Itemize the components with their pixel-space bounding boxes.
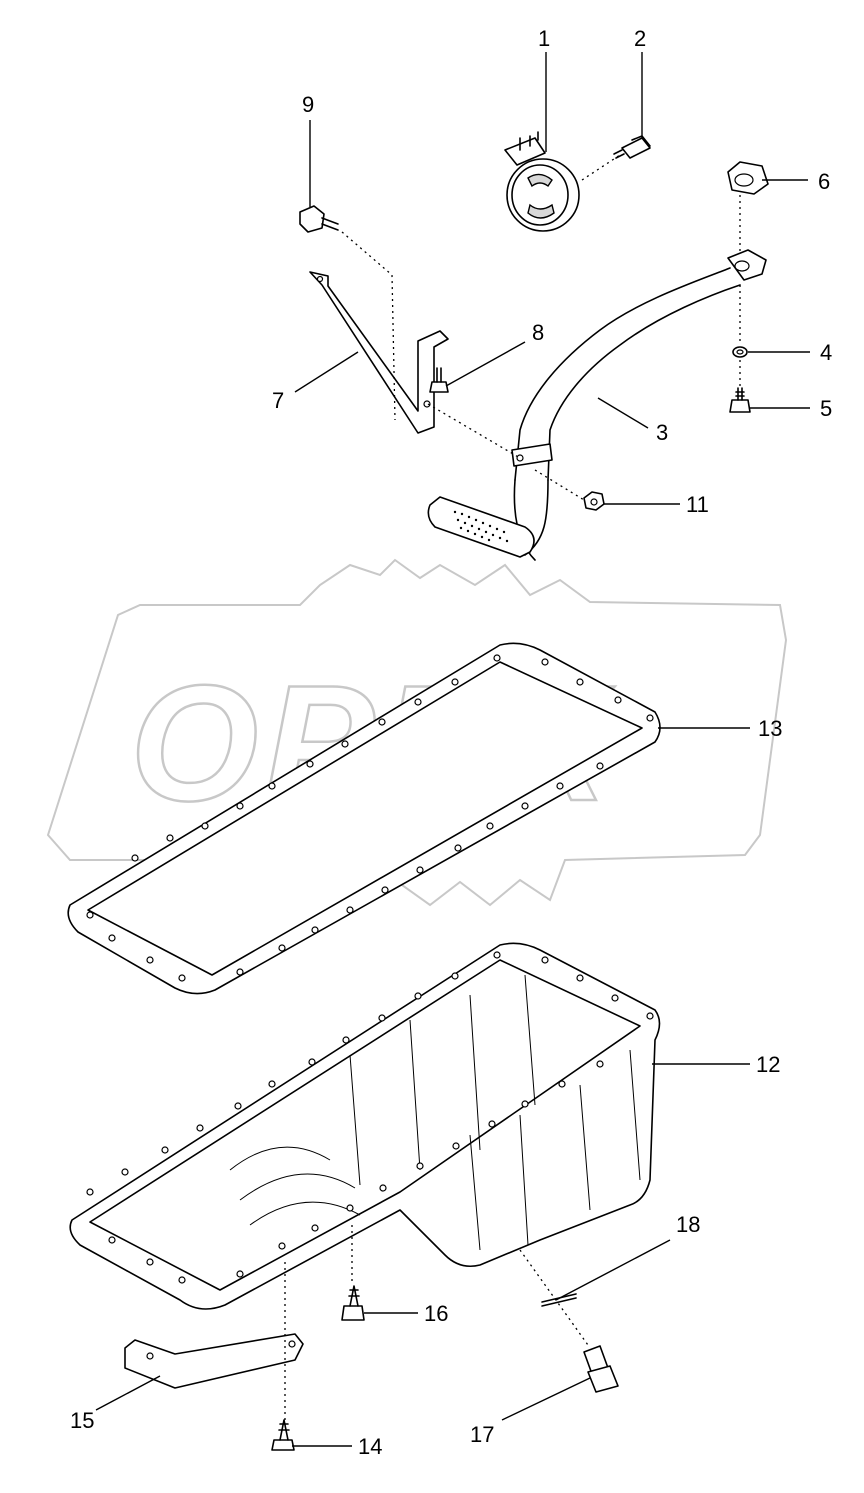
callout-11: 11 [686, 492, 709, 517]
part-6-gasket [727, 161, 769, 195]
part-5-bolt [729, 387, 751, 413]
part-7-bracket [309, 271, 449, 434]
callout-13: 13 [758, 716, 782, 741]
part-14-bolt [271, 1419, 295, 1451]
assembly-lines [284, 154, 741, 1420]
callout-12: 12 [756, 1052, 780, 1077]
part-16-bolt [341, 1285, 365, 1321]
part-1-pump [504, 131, 580, 232]
callout-1: 1 [538, 26, 550, 51]
leader-lines [95, 52, 810, 1447]
watermark-gear [46, 558, 788, 907]
part-17-drain-plug [583, 1345, 619, 1393]
callout-8: 8 [532, 320, 544, 345]
part-13-gasket [67, 642, 661, 995]
part-15-plate [124, 1333, 304, 1389]
part-9-bolt [299, 205, 339, 233]
part-2-bolt [613, 135, 651, 159]
callout-3: 3 [656, 420, 668, 445]
part-4-washer [732, 346, 748, 358]
callout-labels: 1 2 3 4 5 6 7 8 9 11 13 12 18 16 15 17 1… [70, 26, 832, 1459]
callout-4: 4 [820, 340, 832, 365]
part-3-suction-pipe [427, 249, 767, 561]
part-12-oil-pan [69, 942, 661, 1310]
gasket-bolt-holes [86, 654, 654, 982]
part-8-bolt [429, 367, 449, 393]
pan-bolt-holes [86, 951, 654, 1284]
callout-6: 6 [818, 169, 830, 194]
callout-16: 16 [424, 1301, 448, 1326]
strainer-mesh [453, 510, 509, 543]
callout-18: 18 [676, 1212, 700, 1237]
callout-2: 2 [634, 26, 646, 51]
callout-17: 17 [470, 1422, 494, 1447]
callout-9: 9 [302, 92, 314, 117]
callout-7: 7 [272, 388, 284, 413]
callout-15: 15 [70, 1408, 94, 1433]
callout-14: 14 [358, 1434, 382, 1459]
part-11-nut [583, 491, 605, 511]
callout-5: 5 [820, 396, 832, 421]
